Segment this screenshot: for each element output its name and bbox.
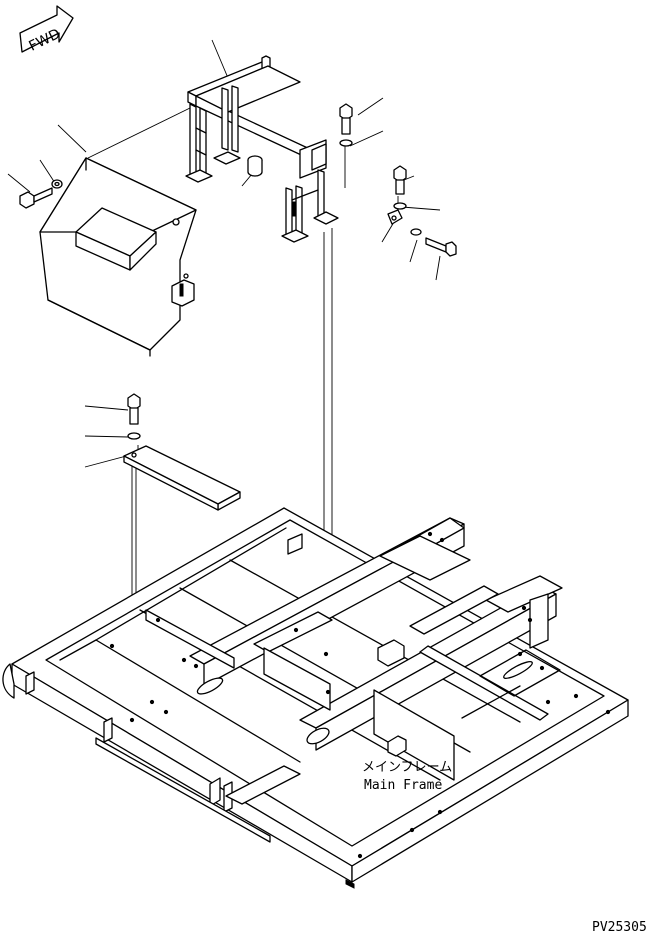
upper-frame-main-frame — [2, 507, 629, 889]
washer — [127, 432, 141, 440]
spacer-collar — [247, 155, 263, 177]
main-frame-label-en: Main Frame — [364, 778, 442, 793]
bracket-clip — [387, 209, 403, 225]
bolt — [127, 393, 141, 425]
washer — [410, 228, 422, 236]
callout-leaders — [7, 39, 441, 468]
washer — [51, 179, 63, 189]
main-frame-label: メインフレーム Main Frame — [362, 760, 452, 793]
bolt — [19, 187, 53, 209]
bolt — [425, 237, 457, 257]
bolt — [339, 103, 353, 135]
washer — [393, 202, 407, 210]
main-frame-label-ja: メインフレーム — [362, 760, 452, 775]
washer — [339, 139, 353, 147]
battery-cover-box — [39, 157, 197, 357]
cover-plate — [123, 445, 241, 511]
drawing-code: PV25305 — [592, 920, 647, 935]
forward-direction-arrow-icon: FWD — [19, 5, 74, 55]
support-bracket-frame — [185, 55, 339, 243]
bolt — [393, 165, 407, 195]
fwd-label: FWD — [27, 26, 63, 55]
